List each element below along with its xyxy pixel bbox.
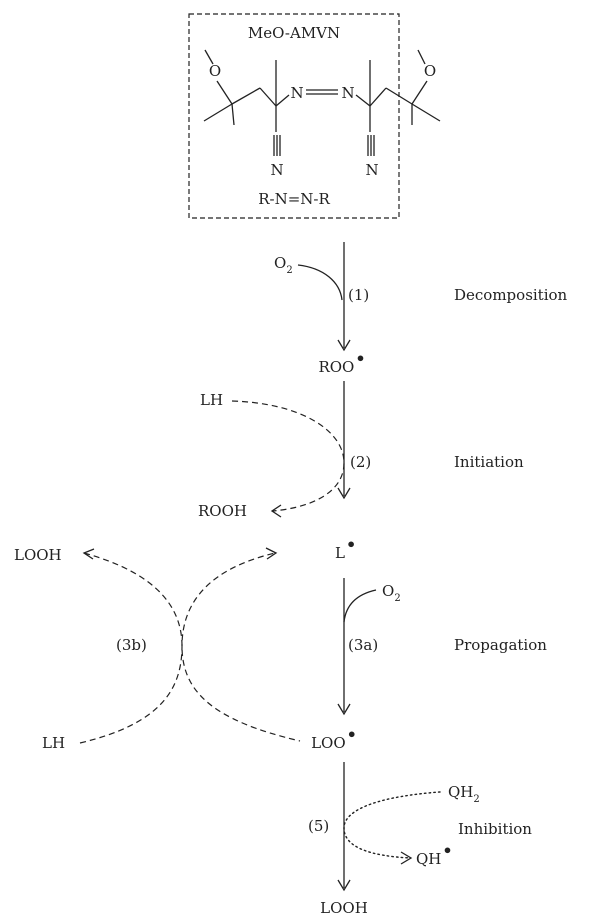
methoxy-bond-right: [417, 49, 426, 65]
methyl-bond-left-a: [203, 103, 233, 122]
c-ch2-bond-right: [369, 87, 387, 107]
stage-initiation: Initiation: [454, 453, 524, 471]
c-n-bond-left: [275, 94, 290, 107]
l-radical: L•: [335, 535, 356, 562]
l-arrow-head: [265, 547, 278, 560]
step-3a-label: (3a): [348, 636, 378, 654]
ch2-bond-left: [231, 87, 261, 105]
arrow-2-head: [337, 487, 351, 500]
step-2-label: (2): [350, 453, 371, 471]
stage-propagation: Propagation: [454, 636, 547, 654]
methyl-bond-left-b: [231, 103, 235, 126]
lh-to-l-curve: [79, 552, 276, 744]
stage-inhibition: Inhibition: [458, 820, 532, 838]
step-3b-label: (3b): [116, 636, 147, 654]
nitrile-n-right: N: [365, 161, 378, 179]
ch2-bond-right: [385, 87, 413, 105]
oxygen-right: O: [424, 62, 436, 80]
o2-curve-1: [297, 264, 343, 301]
azo-n-left: N: [290, 84, 303, 102]
azo-n-right: N: [341, 84, 354, 102]
loo-to-looh-curve: [83, 552, 301, 742]
arrow-3a-head: [337, 703, 351, 716]
initiator-formula: R-N=N-R: [258, 190, 330, 208]
oxygen-left: O: [209, 62, 221, 80]
initiator-box: [188, 13, 400, 219]
looh-left-arrow-head: [82, 548, 95, 560]
looh-product-left: LOOH: [14, 546, 62, 564]
qh-radical: QH•: [416, 841, 453, 868]
lh-reactant-bottom: LH: [42, 734, 65, 752]
c-n-bond-right: [355, 94, 371, 107]
lh-to-rooh-curve: [231, 400, 345, 512]
step-1-label: (1): [348, 286, 369, 304]
nitrile-n-left: N: [270, 161, 283, 179]
o2-reactant-top: O2: [274, 254, 293, 276]
qh2-to-qh-curve: [343, 791, 441, 859]
rooh-product: ROOH: [198, 502, 247, 520]
initiator-title: MeO-AMVN: [248, 24, 340, 42]
arrow-1-head: [337, 339, 351, 352]
c-o-bond-right: [411, 80, 428, 105]
methyl-bond-right-b: [411, 103, 441, 122]
methoxy-bond-left: [204, 49, 214, 65]
rooh-arrow-head: [270, 504, 282, 518]
roo-radical: ROO•: [318, 349, 365, 376]
o-c-bond-left: [216, 80, 233, 105]
lh-reactant-top: LH: [200, 391, 223, 409]
c-cq-bond-left: [259, 87, 277, 107]
azo-structure: O N N N N O: [203, 49, 441, 179]
arrow-5-head: [337, 879, 351, 892]
qh-arrow-head: [400, 851, 413, 865]
o2-curve-3a: [343, 589, 377, 623]
looh-product-bottom: LOOH: [320, 899, 368, 917]
loo-radical: LOO•: [311, 725, 357, 752]
stage-decomposition: Decomposition: [454, 286, 568, 304]
step-5-label: (5): [308, 817, 329, 835]
qh2-reactant: QH2: [448, 783, 480, 805]
o2-reactant-mid: O2: [382, 582, 401, 604]
